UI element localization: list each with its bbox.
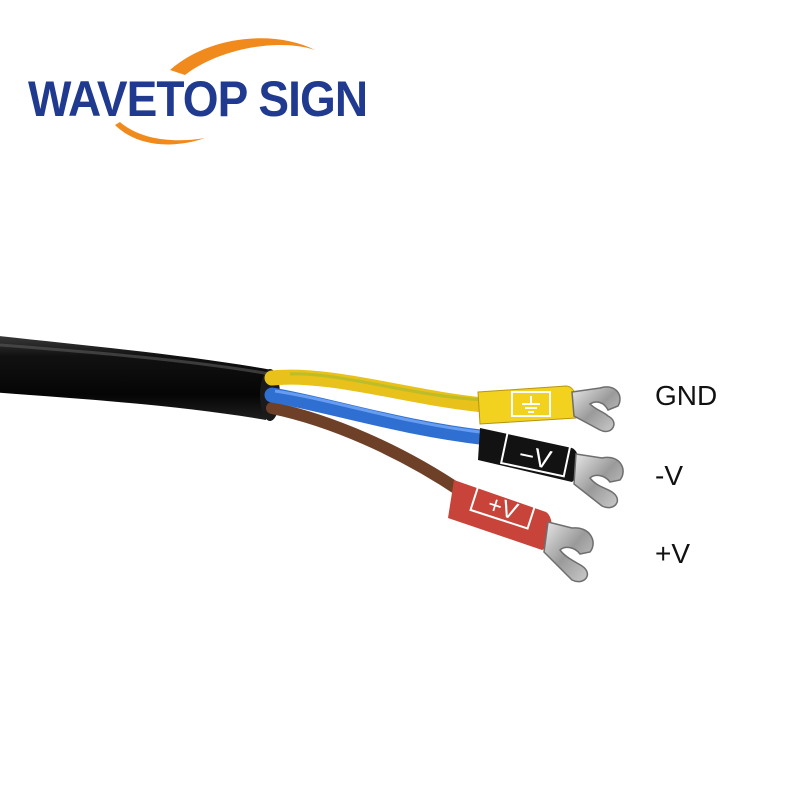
wire-yellow [264, 369, 492, 413]
cable-jacket [0, 336, 272, 420]
wire-brown [266, 402, 468, 498]
terminal-neg: −V [478, 428, 624, 509]
wire-label-gnd: GND [655, 380, 718, 411]
terminal-pos: +V [448, 478, 594, 583]
wire-label-negative: -V [655, 460, 683, 491]
brand-name: WAVETOP SIGN [28, 71, 368, 127]
svg-text:−V: −V [516, 439, 555, 475]
wire-label-positive: +V [655, 538, 691, 569]
wire-blue [264, 387, 496, 446]
logo-arc-icon [115, 38, 315, 145]
terminal-gnd [477, 385, 621, 433]
brand-logo: WAVETOP SIGN [20, 20, 380, 150]
